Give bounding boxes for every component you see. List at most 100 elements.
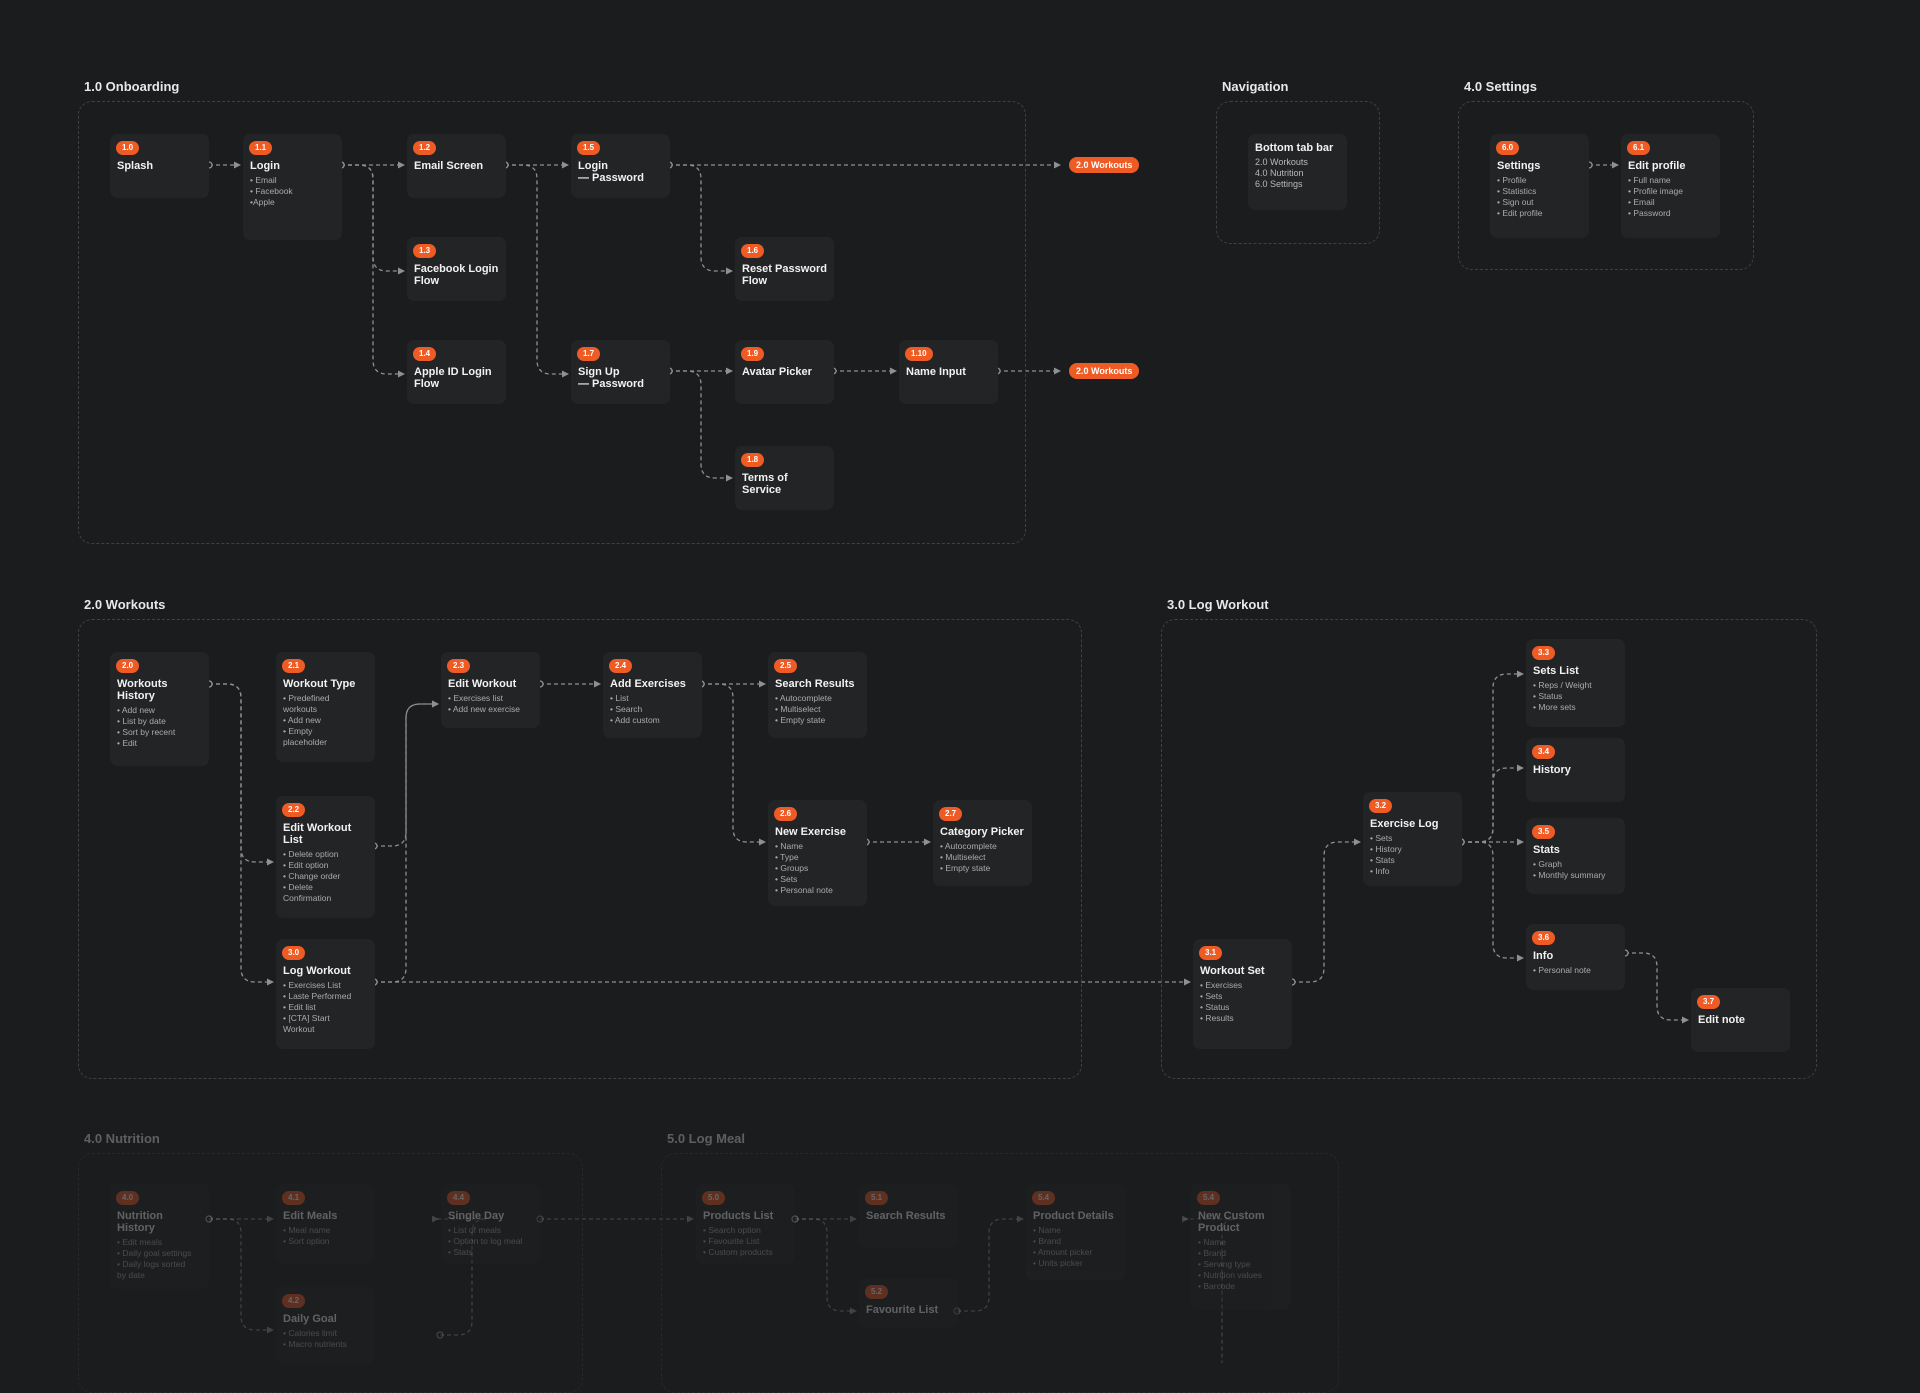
screen-number-badge: 2.7 [939,807,963,821]
screen-feature-item: • Status [1200,1002,1230,1012]
screen-number-badge: 4.2 [282,1294,306,1308]
screen-number-badge: 6.0 [1496,141,1520,155]
screen-feature-item: • List of meals [448,1225,502,1235]
screen-feature-item: • Results [1200,1013,1234,1023]
screen-feature-item: • Predefined [283,693,330,703]
screen-feature-item: by date [117,1270,145,1280]
screen-feature-item: • More sets [1533,702,1576,712]
screen-title: Info [1533,950,1554,962]
screen-number-badge: 1.5 [577,141,601,155]
screen-number-badge: 5.1 [865,1191,889,1205]
screen-title: Exercise Log [1370,818,1439,830]
screen-title: Edit note [1698,1014,1746,1026]
screen-title: Edit Meals [283,1210,338,1222]
group-settings [1458,101,1754,270]
screen-title: Search Results [775,678,855,690]
screen-feature-item: 6.0 Settings [1255,179,1303,189]
screen-feature-item: • Personal note [775,885,833,895]
screen-feature-list: • Name• Type• Groups• Sets• Personal not… [775,841,861,896]
screen-feature-list: • Email• Facebook•Apple [250,175,336,208]
screen-title: New Exercise [775,826,846,838]
screen-title: New Custom Product [1198,1210,1265,1234]
screen-number-badge: 3.5 [1532,825,1556,839]
screen-feature-item: • Edit list [283,1002,316,1012]
screen-feature-item: • Profile image [1628,186,1683,196]
screen-feature-item: • Sets [775,874,798,884]
screen-title: Login [250,160,280,172]
screen-feature-item: workouts [283,704,318,714]
group-title: Navigation [1222,79,1289,94]
screen-feature-item: • Meal name [283,1225,331,1235]
screen-feature-item: • Brand [1033,1236,1062,1246]
link-pill-workouts[interactable]: 2.0 Workouts [1069,157,1140,173]
screen-number-badge: 1.10 [905,347,933,361]
screen-feature-list: • List of meals• Option to log meal• Sta… [448,1225,534,1258]
screen-number-badge: 2.3 [447,659,471,673]
screen-number-badge: 1.2 [413,141,437,155]
screen-feature-item: • Facebook [250,186,293,196]
screen-feature-item: • Macro nutrients [283,1339,347,1349]
screen-title: Apple ID Login Flow [414,366,492,390]
screen-feature-item: • Edit [117,738,137,748]
screen-feature-item: • Delete option [283,849,339,859]
screen-feature-list: • Exercises List• Laste Performed• Edit … [283,980,369,1035]
screen-feature-item: Workout [283,1024,315,1034]
screen-feature-item: • Info [1370,866,1390,876]
screen-feature-list: • Personal note [1533,965,1619,976]
screen-title: Stats [1533,844,1560,856]
screen-number-badge: 3.7 [1697,995,1721,1009]
screen-title: Single Day [448,1210,505,1222]
screen-feature-item: • Monthly summary [1533,870,1606,880]
screen-feature-item: • Custom products [703,1247,773,1257]
screen-feature-item: • Calories limit [283,1328,337,1338]
screen-feature-item: • Option to log meal [448,1236,523,1246]
screen-number-badge: 4.1 [282,1191,306,1205]
screen-feature-item: • Search option [703,1225,761,1235]
screen-feature-list: • Autocomplete• Multiselect• Empty state [775,693,861,726]
screen-feature-item: •Apple [250,197,275,207]
screen-feature-item: • Reps / Weight [1533,680,1592,690]
screen-title: Terms of Service [742,472,788,496]
link-pill-workouts[interactable]: 2.0 Workouts [1069,363,1140,379]
